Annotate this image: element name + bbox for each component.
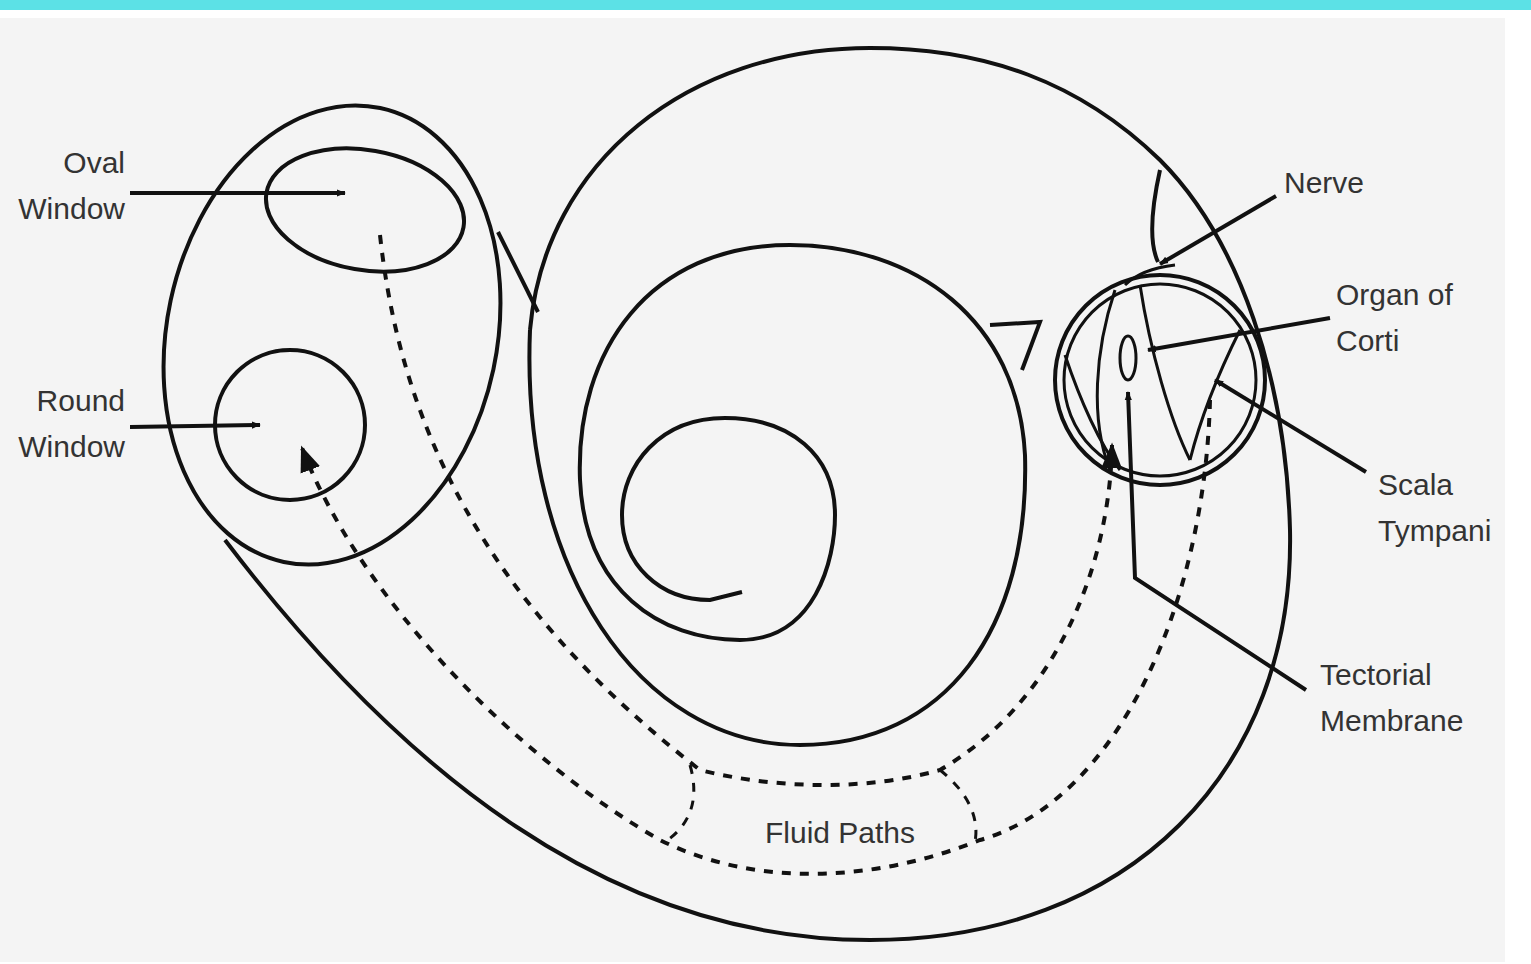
- cross-section-outer: [1055, 275, 1265, 485]
- part-label: Round Window: [4, 378, 125, 470]
- organ-of-corti: [1120, 336, 1136, 380]
- duct-wall: [1152, 170, 1160, 262]
- leader-line: [1128, 392, 1306, 690]
- wall-joint: [498, 232, 538, 312]
- cochlea-outline: [122, 48, 1290, 940]
- leader-line: [1160, 196, 1276, 264]
- fluid-path-link: [665, 765, 694, 842]
- fluid-label: Fluid Paths: [757, 810, 923, 856]
- fluid-path: [380, 235, 1112, 785]
- basilar-membrane: [1140, 285, 1190, 460]
- cochlea-spiral: [529, 245, 1025, 745]
- part-label: Nerve: [1284, 160, 1424, 206]
- part-label: Scala Tympani: [1378, 462, 1526, 554]
- nerve-fibre: [1125, 265, 1175, 285]
- membrane: [1190, 330, 1240, 460]
- fluid-path-link: [940, 770, 976, 842]
- vestibule-outline: [122, 74, 541, 596]
- fluid-path: [302, 400, 1210, 874]
- leader-line: [1148, 318, 1330, 350]
- membrane: [1097, 290, 1115, 470]
- leader-line: [1215, 380, 1366, 472]
- part-label: Organ of Corti: [1336, 272, 1486, 364]
- leader-line: [130, 191, 345, 195]
- leader-lines: [130, 193, 1366, 690]
- oval-window: [256, 134, 474, 287]
- fluid-paths: [302, 235, 1210, 874]
- image-ground: [0, 18, 1505, 962]
- part-label: Tectorial Membrane: [1320, 652, 1515, 744]
- top-bar: [0, 0, 1531, 10]
- duct-wall: [990, 322, 1040, 370]
- part-label: Oval Window: [4, 140, 125, 232]
- cross-section-inner: [1064, 284, 1256, 476]
- leader-line: [130, 425, 260, 427]
